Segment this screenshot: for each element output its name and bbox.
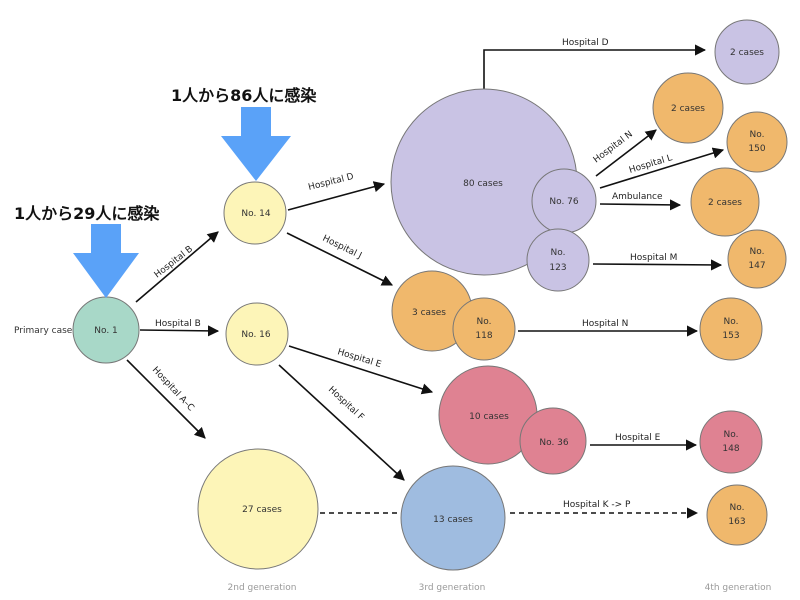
no123-label-line2: 123 xyxy=(549,263,566,273)
node-no148 xyxy=(699,410,763,474)
edge-no76-n2cases xyxy=(595,129,657,177)
edges xyxy=(126,44,725,519)
gen2-label: 2nd generation xyxy=(228,583,297,593)
13cases-label: 13 cases xyxy=(433,515,473,525)
node-n2cases xyxy=(652,72,724,144)
edge-label-hospital-b-up: Hospital B xyxy=(153,244,195,280)
no16-label: No. 16 xyxy=(241,330,271,340)
callout-arrow-no14 xyxy=(221,107,291,181)
amb2cases-label: 2 cases xyxy=(708,198,742,208)
27cases-label: 27 cases xyxy=(242,505,282,515)
no153-label-line2: 153 xyxy=(722,331,739,341)
node-27cases xyxy=(197,448,319,570)
edge-label-hospital-n-76: Hospital N xyxy=(592,130,635,166)
node-d2cases xyxy=(714,19,780,85)
gen4-label: 4th generation xyxy=(705,583,772,593)
generation-labels: 2nd generation 3rd generation 4th genera… xyxy=(228,583,772,593)
no147-label-line2: 147 xyxy=(748,261,765,271)
callout-text-29: 1人から29人に感染 xyxy=(14,204,160,223)
no148-label-line2: 148 xyxy=(722,444,739,454)
edge-no14-80cases xyxy=(287,181,386,211)
edge-label-hospital-f: Hospital F xyxy=(326,385,366,423)
edge-label-hospital-n-118: Hospital N xyxy=(582,319,628,329)
edge-no1-27cases xyxy=(126,359,206,439)
80cases-label: 80 cases xyxy=(463,179,503,189)
gen3-label: 3rd generation xyxy=(419,583,486,593)
no163-label-line2: 163 xyxy=(728,517,745,527)
no14-label: No. 14 xyxy=(241,209,271,219)
edge-label-hospital-e-36: Hospital E xyxy=(615,433,661,443)
node-no16 xyxy=(225,302,289,366)
no36-label: No. 36 xyxy=(539,438,569,448)
no163-label-line1: No. xyxy=(730,503,745,513)
node-no147 xyxy=(727,229,787,289)
edge-no76-amb2cases xyxy=(599,199,682,211)
no150-label-line1: No. xyxy=(750,130,765,140)
no147-label-line1: No. xyxy=(750,247,765,257)
edge-no1-no16 xyxy=(139,325,220,337)
node-no123 xyxy=(526,228,590,292)
node-no14 xyxy=(223,181,287,245)
node-labels: Primary case No. 1 No. 14 No. 16 27 case… xyxy=(14,48,766,527)
edge-no123-no147 xyxy=(592,259,723,271)
node-no118 xyxy=(452,297,516,361)
edge-label-ambulance: Ambulance xyxy=(612,192,663,202)
edge-label-hospital-e-16: Hospital E xyxy=(336,347,383,370)
edge-label-hospital-d-14: Hospital D xyxy=(307,172,355,193)
callout-arrow-no1 xyxy=(73,224,139,298)
edge-80cases-hospD xyxy=(483,44,707,89)
no123-label-line1: No. xyxy=(551,248,566,258)
no118-label-line1: No. xyxy=(477,317,492,327)
callout-text-86: 1人から86人に感染 xyxy=(171,86,317,105)
no148-label-line1: No. xyxy=(724,430,739,440)
edge-no14-3cases xyxy=(286,232,394,286)
d2cases-label: 2 cases xyxy=(730,48,764,58)
edge-no16-13cases xyxy=(278,364,405,481)
node-no150 xyxy=(726,111,788,173)
edge-label-hospital-j: Hospital J xyxy=(321,234,363,262)
no76-label: No. 76 xyxy=(549,197,579,207)
3cases-label: 3 cases xyxy=(412,308,446,318)
edge-no16-10cases xyxy=(288,345,434,395)
no1-label: No. 1 xyxy=(94,326,118,336)
edge-no1-no14 xyxy=(135,231,219,303)
edge-label-hospital-k-p: Hospital K -> P xyxy=(563,500,631,510)
nodes xyxy=(72,19,788,571)
edge-no76-no150 xyxy=(599,147,725,189)
no118-label-line2: 118 xyxy=(475,331,492,341)
edge-label-hospital-d-top: Hospital D xyxy=(562,38,609,48)
primary-case-label: Primary case xyxy=(14,326,73,336)
no153-label-line1: No. xyxy=(724,317,739,327)
no150-label-line2: 150 xyxy=(748,144,765,154)
node-no36 xyxy=(519,407,587,475)
node-no163 xyxy=(706,484,768,546)
edge-label-hospital-m: Hospital M xyxy=(630,253,677,263)
node-13cases xyxy=(400,465,506,571)
edge-label-hospital-b-mid: Hospital B xyxy=(155,319,201,329)
callouts: 1人から29人に感染 1人から86人に感染 xyxy=(14,86,317,298)
node-amb2cases xyxy=(690,167,760,237)
edge-labels: Hospital B Hospital B Hospital A–C Hospi… xyxy=(150,38,678,510)
node-no153 xyxy=(699,297,763,361)
n2cases-label: 2 cases xyxy=(671,104,705,114)
10cases-label: 10 cases xyxy=(469,412,509,422)
